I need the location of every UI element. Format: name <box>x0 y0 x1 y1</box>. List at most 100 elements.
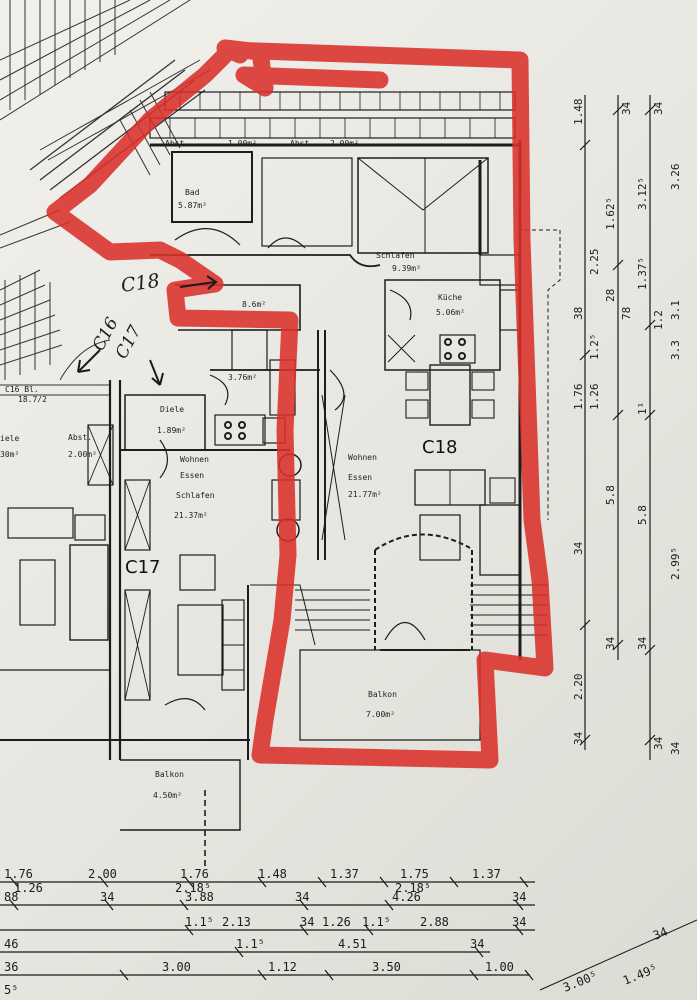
room-left-2: iele <box>0 434 19 443</box>
dimension-lines-right <box>579 95 656 760</box>
dimension-label: 1¹ <box>636 402 649 415</box>
dimension-label: 34 <box>100 890 114 904</box>
dimension-label: 1.37 <box>330 867 359 881</box>
room-balkon-c18: Balkon <box>368 690 397 699</box>
dimension-label: 1.00 <box>485 960 514 974</box>
dimension-label: 5.8 <box>636 505 649 525</box>
room-kueche: Küche <box>438 293 462 302</box>
dimension-lines-bottom <box>0 876 697 991</box>
room-wc-area: 3.76m² <box>228 373 257 382</box>
dimension-label: 5.8 <box>604 485 617 505</box>
dimension-label: 34 <box>512 890 526 904</box>
dimension-label: 5⁵ <box>4 983 18 997</box>
dimension-label: 2.00 <box>88 867 117 881</box>
dimension-label: 1.75 <box>400 867 429 881</box>
dimension-label: 1.48 <box>258 867 287 881</box>
dimension-label: 78 <box>620 307 633 320</box>
walls <box>0 91 561 870</box>
dimension-label: 1.26 <box>322 915 351 929</box>
room-essen-c18: Essen <box>348 473 372 482</box>
dimension-label: 3.1 <box>669 300 682 320</box>
dimension-label: 3.26 <box>669 164 682 191</box>
dimension-label: 4.51 <box>338 937 367 951</box>
dimension-label: 1.26 <box>588 384 601 411</box>
dimension-label: 2.18⁵ <box>395 881 431 895</box>
dimension-label: 1.37⁵ <box>636 257 649 290</box>
dimension-label: 3.3 <box>669 340 682 360</box>
dimension-label: 34 <box>604 636 617 650</box>
room-abst-2-area: 2.00m² <box>330 139 359 148</box>
dimension-label: 36 <box>4 960 18 974</box>
dimension-label: 34 <box>651 924 670 942</box>
dimension-label: 34 <box>572 731 585 745</box>
arrow-c17 <box>149 359 164 386</box>
room-schlafen: Schlafen <box>376 251 415 260</box>
dimension-label: 1.48 <box>572 99 585 126</box>
dimension-label: 1.1⁵ <box>185 915 214 929</box>
dimension-label: 3.00 <box>162 960 191 974</box>
room-essen-c17: Essen <box>180 471 204 480</box>
room-left: C16 Bl. <box>5 385 39 394</box>
handwritten-labels: C18 C16 C17 <box>77 270 218 386</box>
room-wohnen-c17-area: 21.37m² <box>174 511 208 520</box>
dimension-label: 1.12 <box>268 960 297 974</box>
dimension-label: 2.25 <box>588 249 601 276</box>
unit-c18-outline <box>46 39 554 769</box>
room-bad: Bad <box>185 188 200 197</box>
unit-c18-label: C18 <box>422 437 457 458</box>
dimension-label: 34 <box>620 101 633 115</box>
dimension-label: 34 <box>652 101 665 115</box>
room-flur-area: 8.6m² <box>242 300 266 309</box>
room-abst-left: Abst. <box>68 433 92 442</box>
dimension-label: 1.1⁵ <box>236 937 265 951</box>
dimension-label: 1.62⁵ <box>604 197 617 230</box>
dimension-label: 34 <box>512 915 526 929</box>
room-left-2-area: 30m² <box>0 450 19 459</box>
room-balkon-c17: Balkon <box>155 770 184 779</box>
room-schlafen-c17: Schlafen <box>176 491 215 500</box>
dimension-label: 1.1⁵ <box>362 915 391 929</box>
dimension-label: 34 <box>295 890 309 904</box>
room-balkon-c17-area: 4.50m² <box>153 791 182 800</box>
room-wohnen-c17: Wohnen <box>180 455 209 464</box>
dimension-label: 2.20 <box>572 674 585 701</box>
dimension-label: 1.2 <box>652 310 665 330</box>
room-diele: Diele <box>160 405 184 414</box>
dimension-label: 2.13 <box>222 915 251 929</box>
room-bad-area: 5.87m² <box>178 201 207 210</box>
dimension-label: 34 <box>300 915 314 929</box>
room-diele-area: 1.89m² <box>157 426 186 435</box>
room-abst-2: Abst. <box>290 139 314 148</box>
dimension-label: 3.50 <box>372 960 401 974</box>
dimension-label: 1.76 <box>4 867 33 881</box>
room-kueche-area: 5.06m² <box>436 308 465 317</box>
dimension-label: 1.37 <box>472 867 501 881</box>
room-abst-1-area: 1.00m² <box>228 139 257 148</box>
dimension-label: 3.88 <box>185 890 214 904</box>
dimension-label: 34 <box>652 736 665 750</box>
label-c18-stair: C18 <box>120 270 161 297</box>
room-balkon-c18-area: 7.00m² <box>366 710 395 719</box>
room-abst-1: Abst. <box>165 139 189 148</box>
dimension-label: 46 <box>4 937 18 951</box>
dimension-label: 1.49⁵ <box>621 961 660 988</box>
dimension-label: 4.26 <box>392 890 421 904</box>
dimension-label: 1.2⁵ <box>588 334 601 361</box>
room-left-area: 18.7/2 <box>18 395 47 404</box>
dimension-label: 2.99⁵ <box>669 547 682 580</box>
dimension-label: 38 <box>572 307 585 320</box>
dimension-label: 3.12⁵ <box>636 177 649 210</box>
dimension-texts-bottom: 1.76 2.00 1.76 1.48 1.37 1.75 1.37 1.26 … <box>4 867 670 997</box>
dimension-label: 1.76 <box>180 867 209 881</box>
dimension-texts-right: 1.48 1.62⁵ 3.12⁵ 3.26 28 78 1.37⁵ 1.76 1… <box>572 99 682 756</box>
unit-c17-label: C17 <box>125 557 160 578</box>
stair-top-left <box>0 0 211 249</box>
room-abst-left-area: 2.00m² <box>68 450 97 459</box>
room-schlafen-area: 9.39m² <box>392 264 421 273</box>
dimension-label: 2.88 <box>420 915 449 929</box>
dimension-label: 88 <box>4 890 18 904</box>
room-wohnen-c18: Wohnen <box>348 453 377 462</box>
room-labels: Bad 5.87m² Abst. 1.00m² Abst. 2.00m² Sch… <box>0 139 465 800</box>
dimension-label: 34 <box>470 937 484 951</box>
